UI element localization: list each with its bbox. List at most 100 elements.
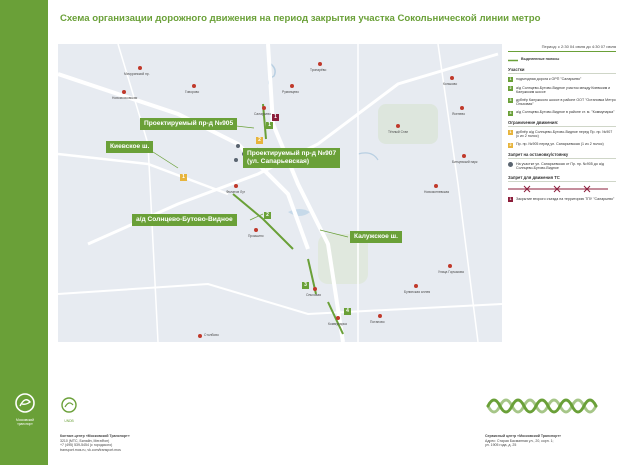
green-line-icon — [508, 59, 518, 61]
metro-station-icon — [138, 66, 142, 70]
contact-line: 3210 (МТС, Билайн, МегаФон) — [60, 438, 110, 443]
right-contacts: Сервисный центр «Московский Транспорт» А… — [485, 434, 561, 448]
restriction-badge-1: 1 — [180, 174, 187, 181]
undb-logo-label: UNDB — [64, 419, 74, 423]
kaluzhskoe-road — [266, 44, 345, 342]
section-number: 4 — [508, 110, 513, 116]
decorative-waves — [486, 398, 598, 414]
pond — [288, 209, 310, 216]
closure-number: 1 — [508, 197, 513, 203]
contact-center-heading: Контакт-центр «Московский Транспорт» — [60, 434, 130, 438]
callout-kaluzhskoe: Калужское ш. — [350, 231, 402, 244]
green-sidebar — [0, 0, 48, 465]
callout-pr907-line2: (ул. Сапарьевская) — [247, 158, 310, 166]
mostransport-logo-label: Московский транспорт — [15, 418, 35, 426]
station-label: Говорово — [185, 90, 200, 94]
metro-station-icon — [313, 287, 317, 291]
station-label: Ясенево — [452, 112, 466, 116]
closure-badge-1: 1 — [272, 114, 279, 121]
service-center-heading: Сервисный центр «Московский Транспорт» — [485, 434, 562, 438]
no-stop-marker — [236, 144, 240, 148]
leader-line — [235, 125, 255, 129]
metro-station-icon — [254, 228, 258, 232]
section-text: а/д Солнцево-Бутово-Видное участок между… — [516, 85, 611, 94]
leader-line — [249, 213, 264, 221]
traffic-map[interactable]: Киевское ш. Проектируемый пр-д №905 Прое… — [58, 44, 502, 342]
metro-station-icon — [434, 184, 438, 188]
address-line: ул. 1905 года, д. 25 — [485, 443, 517, 448]
station-label: Тропарёво — [310, 68, 327, 72]
undb-logo-icon — [61, 397, 77, 413]
station-label: Румянцево — [282, 90, 299, 94]
park-area — [378, 104, 438, 144]
road — [58, 282, 502, 316]
callout-pr905: Проектируемый пр-д №905 — [140, 118, 238, 131]
section-text: дублёр Калужского шоссе в районе ООТ "Ос… — [516, 97, 616, 107]
leader-line — [152, 151, 179, 169]
metro-station-icon — [122, 90, 126, 94]
metro-station-icon — [262, 106, 266, 110]
station-label: Тёплый Стан — [388, 130, 409, 134]
mostransport-logo-icon — [15, 393, 35, 413]
metro-station-icon — [460, 106, 464, 110]
metro-station-icon — [336, 316, 340, 320]
station-label: Новомосковская — [112, 96, 138, 100]
station-label: Саларьево — [254, 112, 271, 116]
legend-closure-item: 1 Закрытие второго съезда на территорию … — [508, 197, 616, 203]
section-badge-3: 3 — [302, 282, 309, 289]
highlighted-lane-4 — [327, 301, 344, 335]
metro-station-icon — [414, 284, 418, 288]
section-badge-4: 4 — [344, 308, 351, 315]
station-label: Столбово — [204, 333, 219, 337]
station-label: Битцевский парк — [452, 160, 478, 164]
restriction-text: дублёр а/д Солнцево-Бутово-Видное перед … — [516, 129, 613, 139]
stop-ban-text: На участке ул. Сапарьевская от Пр. пр. №… — [516, 161, 604, 171]
metro-station-icon — [448, 264, 452, 268]
callout-solntsevo: а/д Солнцево-Бутово-Видное — [132, 214, 237, 227]
restriction-text: Пр. пр. №905 перед ул. Сапарьевская (1 и… — [516, 142, 604, 147]
leader-line — [319, 229, 349, 238]
station-label: Коньково — [443, 82, 458, 86]
station-label: Коммунарка — [328, 322, 347, 326]
station-label: Ольховая — [306, 293, 321, 297]
metro-station-icon — [450, 76, 454, 80]
legend-sections-title: Участки — [508, 67, 616, 74]
legend-restriction-title: Ограничение движения: — [508, 120, 616, 127]
section-number: 2 — [508, 86, 513, 91]
section-text: подъездная дорога к ОРП "Саларьево" — [516, 76, 582, 81]
station-label: Улица Горчакова — [438, 270, 464, 274]
restriction-badge-2: 2 — [256, 137, 263, 144]
section-badge-1: 1 — [266, 122, 273, 129]
highlighted-lane-2 — [232, 193, 294, 250]
metro-station-icon — [198, 334, 202, 338]
section-text: а/д Солнцево-Бутово-Видное в районе ст. … — [516, 110, 615, 115]
legend-highlighted-lanes-label: Выделенные полосы — [521, 57, 560, 61]
legend-traffic-ban-title: Запрет для движения ТС — [508, 175, 616, 182]
callout-pr907-line1: Проектируемый пр-д №907 — [247, 150, 337, 157]
traffic-ban-line — [508, 185, 616, 193]
closure-text: Закрытие второго съезда на территорию ТП… — [516, 196, 615, 201]
no-stop-marker — [234, 158, 238, 162]
contact-line[interactable]: transport.mos.ru, vk.com/transport.mos — [60, 448, 121, 453]
station-label: Потапово — [370, 320, 385, 324]
station-label: Мичуринский пр. — [124, 72, 150, 76]
legend-highlighted-lanes: Выделенные полосы — [508, 57, 616, 63]
road — [437, 44, 479, 342]
legend-stop-ban-title: Запрет на остановку/стоянку — [508, 152, 616, 159]
metro-station-icon — [234, 184, 238, 188]
red-cross-line-icon — [508, 185, 608, 193]
left-contacts: Контакт-центр «Московский Транспорт» 321… — [60, 434, 130, 453]
no-stop-dot-icon — [508, 162, 513, 168]
undb-logo: UNDB — [58, 396, 80, 423]
section-number: 3 — [508, 98, 513, 104]
callout-pr907: Проектируемый пр-д №907 (ул. Сапарьевска… — [243, 148, 341, 169]
restriction-number: 1 — [508, 130, 513, 136]
page-title: Схема организации дорожного движения на … — [60, 13, 541, 24]
metro-station-icon — [192, 84, 196, 88]
